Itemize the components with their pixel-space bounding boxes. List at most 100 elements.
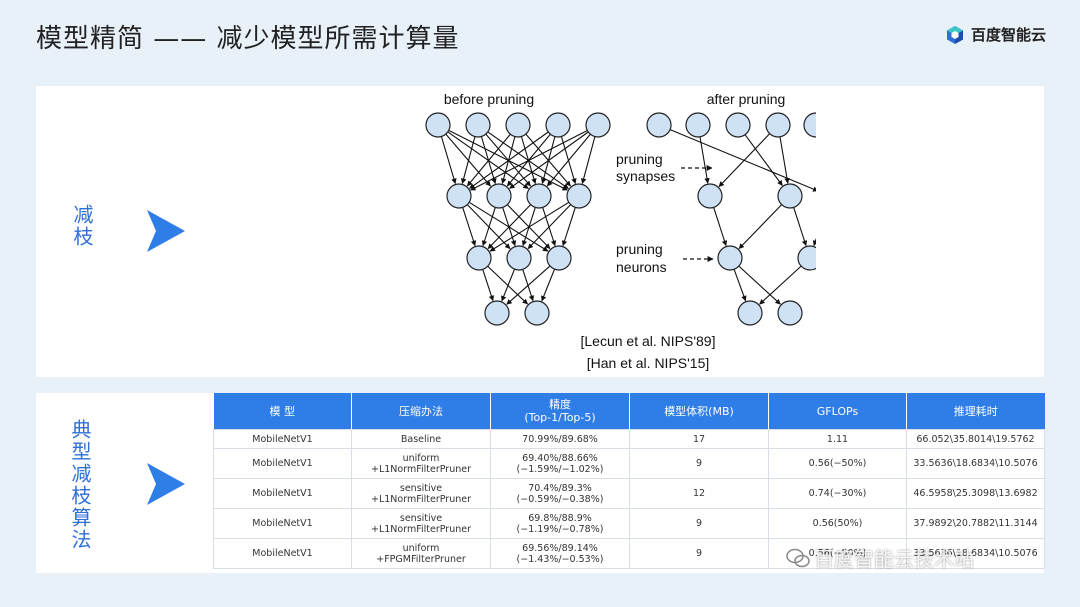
column-header-method: 压缩办法 — [351, 393, 491, 430]
synapse-before — [580, 136, 596, 184]
cell-method: Baseline — [351, 429, 491, 449]
brand-logo: 百度智能云 — [945, 24, 1046, 45]
neuron-after — [725, 112, 751, 138]
table-row: MobileNetV1 uniform+L1NormFilterPruner 6… — [213, 448, 1045, 479]
synapse-before — [561, 207, 576, 247]
neuron-before — [546, 245, 572, 271]
synapse-before — [501, 268, 516, 302]
cell-gflops: 0.56(50%) — [768, 508, 907, 539]
cell-size: 9 — [629, 508, 769, 539]
after-pruning-label: after pruning — [707, 91, 786, 107]
table-row: MobileNetV1 sensitive+L1NormFilterPruner… — [213, 478, 1045, 509]
neuron-before — [465, 112, 491, 138]
neuron-before — [585, 112, 611, 138]
synapse-before — [489, 201, 570, 252]
neuron-after — [777, 183, 803, 209]
neuron-after — [777, 300, 803, 326]
column-header-size: 模型体积(MB) — [629, 393, 769, 430]
cell-gflops: 1.11 — [768, 429, 907, 449]
cell-accuracy: 69.56%/89.14%(−1.43%/−0.53%) — [490, 538, 630, 569]
neuron-before — [446, 183, 472, 209]
neuron-before — [486, 183, 512, 209]
synapse-after — [793, 207, 808, 247]
chevron-right-icon — [147, 463, 185, 505]
cell-method: sensitive+L1NormFilterPruner — [351, 478, 491, 509]
table-row: MobileNetV1 Baseline 70.99%/89.68% 17 1.… — [213, 429, 1045, 449]
synapse-after — [669, 129, 816, 192]
watermark: 百度智能云技术站 — [786, 543, 974, 572]
neuron-after — [685, 112, 711, 138]
logo-text: 百度智能云 — [970, 26, 1046, 44]
neuron-before — [466, 245, 492, 271]
cell-latency: 33.5636\18.6834\10.5076 — [906, 538, 1045, 569]
neuron-before — [425, 112, 451, 138]
synapse-after — [718, 133, 771, 188]
cell-method: uniform+FPGMFilterPruner — [351, 538, 491, 569]
algorithm-panel: 典型减枝算法 模 型 压缩办法 精度(Top-1/Top-5) 模型体积(MB)… — [36, 393, 1045, 573]
neuron-after — [737, 300, 763, 326]
cell-model: MobileNetV1 — [213, 448, 352, 479]
page-title: 模型精简 —— 减少模型所需计算量 — [36, 24, 460, 54]
cube-logo-icon — [946, 25, 963, 44]
synapse-before — [506, 265, 551, 305]
synapse-before — [482, 269, 495, 302]
cell-model: MobileNetV1 — [213, 538, 352, 569]
neuron-after — [797, 245, 816, 271]
cell-latency: 46.5958\25.3098\13.6982 — [906, 478, 1045, 509]
neuron-after — [697, 183, 723, 209]
before-pruning-label: before pruning — [444, 91, 534, 107]
neuron-after — [646, 112, 672, 138]
cell-model: MobileNetV1 — [213, 508, 352, 539]
neuron-before — [484, 300, 510, 326]
synapse-before — [469, 131, 549, 189]
pruning-algorithm-table: 模 型 压缩办法 精度(Top-1/Top-5) 模型体积(MB) GFLOPs… — [213, 393, 1045, 569]
synapse-before — [541, 268, 556, 302]
cell-method: uniform+L1NormFilterPruner — [351, 448, 491, 479]
neuron-after — [765, 112, 791, 138]
cell-accuracy: 69.8%/88.9%(−1.19%/−0.78%) — [490, 508, 630, 539]
synapse-after — [738, 204, 783, 250]
cell-gflops: 0.56(−50%) — [768, 448, 907, 479]
neuron-before — [526, 183, 552, 209]
cell-model: MobileNetV1 — [213, 429, 352, 449]
column-header-latency: 推理耗时 — [906, 393, 1045, 430]
column-header-accuracy: 精度(Top-1/Top-5) — [490, 393, 630, 430]
cell-accuracy: 70.99%/89.68% — [490, 429, 630, 449]
chevron-right-icon — [147, 210, 185, 252]
pruning-synapses-label-line1: pruning — [616, 151, 663, 167]
cell-size: 17 — [629, 429, 769, 449]
table-row: MobileNetV1 uniform+FPGMFilterPruner 69.… — [213, 538, 1045, 569]
synapse-before — [462, 207, 477, 247]
synapse-before — [481, 207, 496, 247]
cell-gflops: 0.74(−30%) — [768, 478, 907, 509]
cell-method: sensitive+L1NormFilterPruner — [351, 508, 491, 539]
column-header-model: 模 型 — [213, 393, 352, 430]
wechat-icon — [786, 548, 810, 567]
neuron-before — [524, 300, 550, 326]
neuron-after — [803, 112, 816, 138]
synapse-before — [460, 136, 476, 184]
synapse-before — [466, 133, 511, 187]
algorithm-section-label: 典型减枝算法 — [68, 419, 92, 551]
neuron-after — [717, 245, 743, 271]
pruning-panel: 减枝 before pruning after pruning pruning … — [36, 86, 1044, 377]
citation-lecun: [Lecun et al. NIPS'89] — [581, 333, 716, 349]
synapse-after — [713, 207, 728, 247]
synapse-after — [759, 265, 802, 305]
synapse-after — [699, 136, 710, 184]
cell-size: 9 — [629, 448, 769, 479]
synapse-after — [744, 134, 783, 186]
synapse-before — [487, 204, 532, 250]
cell-latency: 37.9892\20.7882\11.3144 — [906, 508, 1045, 539]
neuron-before — [506, 245, 532, 271]
synapse-before — [440, 136, 457, 185]
pruning-diagram: before pruning after pruning pruning syn… — [425, 91, 816, 371]
synapse-before — [546, 133, 591, 187]
pruning-section-label: 减枝 — [70, 204, 94, 248]
synapse-before — [470, 129, 588, 191]
cell-size: 9 — [629, 538, 769, 569]
column-header-gflops: GFLOPs — [768, 393, 907, 430]
watermark-text: 百度智能云技术站 — [814, 547, 974, 571]
neuron-before — [566, 183, 592, 209]
cell-latency: 33.5636\18.6834\10.5076 — [906, 448, 1045, 479]
